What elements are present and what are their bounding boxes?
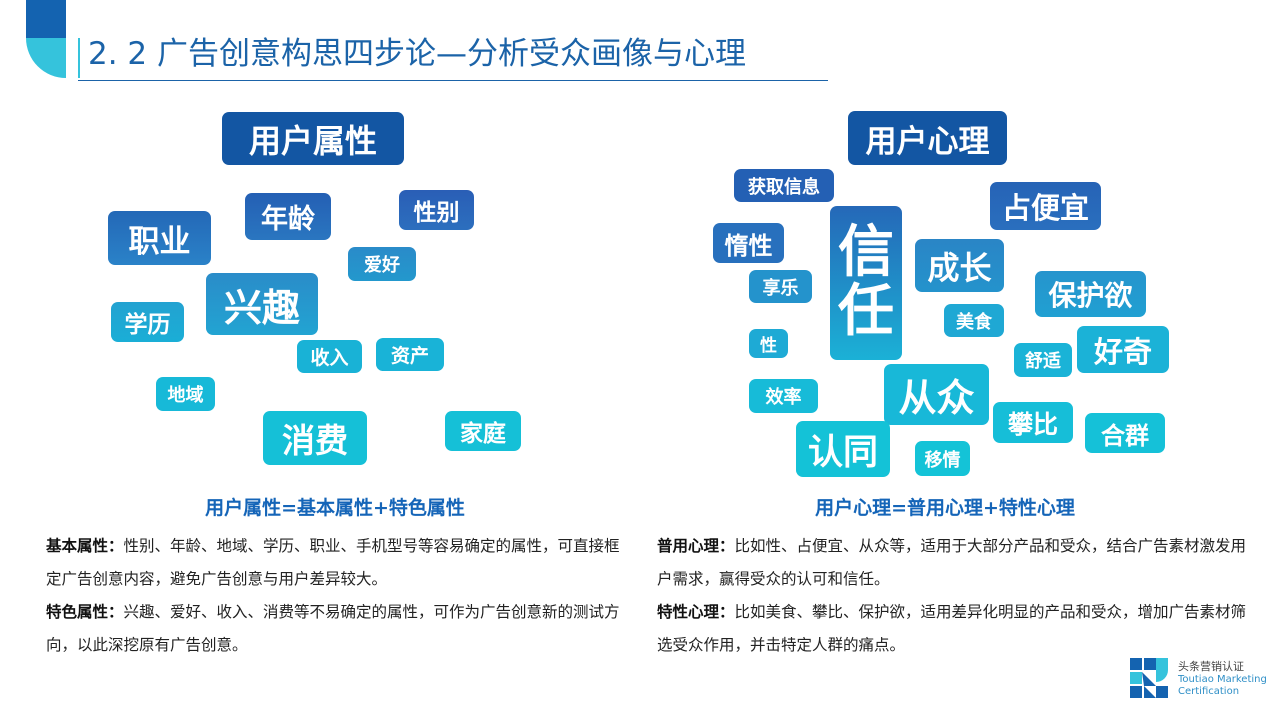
tag-age: 年龄 [245, 193, 331, 240]
logo-chinese-text: 头条营销认证 [1178, 660, 1244, 673]
tag-empathy: 移情 [915, 441, 970, 476]
basic-attributes-body: 性别、年龄、地域、学历、职业、手机型号等容易确定的属性，可直接框定广告创意内容，… [46, 537, 620, 588]
tag-recognition: 认同 [796, 421, 890, 477]
user-psychology-description: 普用心理：比如性、占便宜、从众等，适用于大部分产品和受众，结合广告素材激发用户需… [657, 530, 1247, 662]
cloud-header-user-psychology: 用户心理 [848, 111, 1007, 165]
tag-interest: 兴趣 [206, 273, 318, 335]
special-psychology-term: 特性心理： [657, 603, 735, 621]
tag-gender: 性别 [399, 190, 474, 230]
tag-income: 收入 [297, 340, 362, 373]
special-attributes-body: 兴趣、爱好、收入、消费等不易确定的属性，可作为广告创意新的测试方向，以此深挖原有… [46, 603, 620, 654]
special-attributes-paragraph: 特色属性：兴趣、爱好、收入、消费等不易确定的属性，可作为广告创意新的测试方向，以… [46, 596, 626, 662]
tag-curiosity: 好奇 [1077, 326, 1169, 373]
tag-laziness: 惰性 [713, 223, 784, 263]
tag-education: 学历 [111, 302, 184, 342]
tag-consumption: 消费 [263, 411, 367, 465]
tag-occupation: 职业 [108, 211, 211, 265]
tag-protectiveness: 保护欲 [1035, 271, 1146, 317]
tag-comfort: 舒适 [1014, 343, 1072, 377]
tag-pleasure: 享乐 [749, 270, 812, 303]
title-underline [78, 80, 828, 81]
logo-english-line2: Certification [1178, 686, 1240, 697]
tag-conformity: 从众 [884, 364, 989, 425]
tag-hobby: 爱好 [348, 247, 416, 281]
tag-trust-char-2: 任 [838, 279, 894, 344]
logo-english-line1: Toutiao Marketing [1178, 674, 1267, 685]
tag-comparison: 攀比 [993, 402, 1073, 443]
general-psychology-paragraph: 普用心理：比如性、占便宜、从众等，适用于大部分产品和受众，结合广告素材激发用户需… [657, 530, 1247, 596]
special-psychology-body: 比如美食、攀比、保护欲，适用差异化明显的产品和受众，增加广告素材筛选受众作用，并… [657, 603, 1247, 654]
tag-assets: 资产 [376, 338, 444, 371]
tag-belonging: 合群 [1085, 413, 1165, 453]
user-psychology-formula: 用户心理=普用心理+特性心理 [815, 497, 1075, 519]
user-attributes-description: 基本属性：性别、年龄、地域、学历、职业、手机型号等容易确定的属性，可直接框定广告… [46, 530, 626, 662]
user-attributes-formula: 用户属性=基本属性+特色属性 [205, 497, 465, 519]
tag-food: 美食 [944, 304, 1004, 337]
tag-region: 地域 [156, 377, 215, 411]
basic-attributes-term: 基本属性： [46, 537, 124, 555]
title-accent-bar [78, 38, 80, 78]
tag-bargain: 占便宜 [990, 182, 1101, 230]
corner-decoration-light [26, 38, 66, 78]
basic-attributes-paragraph: 基本属性：性别、年龄、地域、学历、职业、手机型号等容易确定的属性，可直接框定广告… [46, 530, 626, 596]
tag-trust: 信 任 [830, 206, 902, 360]
tag-sex: 性 [749, 329, 788, 358]
page-title: 2. 2 广告创意构思四步论—分析受众画像与心理 [88, 36, 747, 72]
tag-efficiency: 效率 [749, 379, 818, 413]
special-attributes-term: 特色属性： [46, 603, 124, 621]
toutiao-logo-icon [1130, 658, 1168, 698]
general-psychology-body: 比如性、占便宜、从众等，适用于大部分产品和受众，结合广告素材激发用户需求，赢得受… [657, 537, 1247, 588]
special-psychology-paragraph: 特性心理：比如美食、攀比、保护欲，适用差异化明显的产品和受众，增加广告素材筛选受… [657, 596, 1247, 662]
general-psychology-term: 普用心理： [657, 537, 735, 555]
corner-decoration-dark [26, 0, 66, 38]
tag-get-information: 获取信息 [734, 169, 834, 202]
logo-text: 头条营销认证 Toutiao Marketing Certification [1178, 660, 1267, 698]
tag-trust-char-1: 信 [838, 220, 894, 286]
cloud-header-user-attributes: 用户属性 [222, 112, 404, 165]
tag-growth: 成长 [915, 239, 1004, 292]
tag-family: 家庭 [445, 411, 521, 451]
